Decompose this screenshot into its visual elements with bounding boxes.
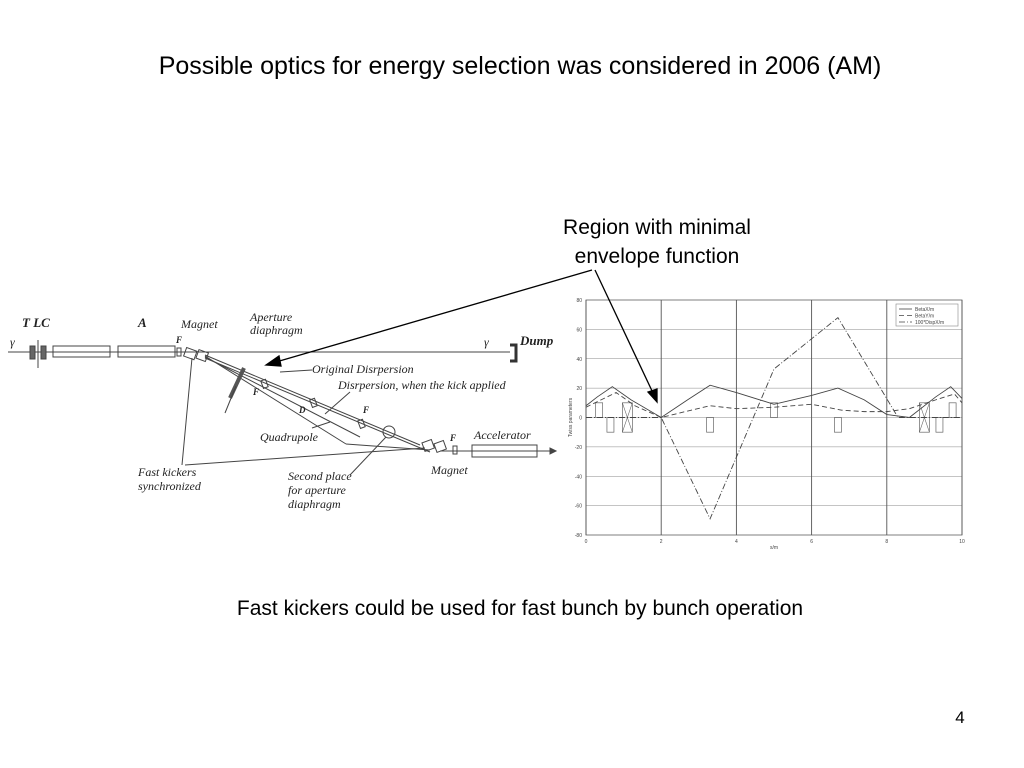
label-magnet-top: Magnet	[180, 317, 218, 331]
kicker-leader-1	[181, 357, 193, 466]
d-element	[309, 397, 318, 409]
tlc-block-2	[40, 345, 47, 360]
callout-arrow-left	[275, 269, 593, 363]
lattice-element	[935, 417, 944, 433]
x-tick-label: 2	[660, 539, 663, 545]
label-fast-kickers-2: synchronized	[138, 479, 202, 493]
callout-arrowhead-right	[646, 388, 658, 404]
label-dump: Dump	[519, 333, 554, 348]
y-tick-label: 20	[576, 386, 582, 392]
x-tick-label: 4	[735, 539, 738, 545]
y-tick-label: -60	[575, 504, 582, 510]
y-axis-label: Twiss parameters	[568, 397, 574, 437]
tlc-block-1	[29, 345, 36, 360]
accelerator-tube	[471, 444, 538, 458]
x-tick-label: 10	[959, 539, 965, 545]
y-tick-label: -20	[575, 445, 582, 451]
label-gamma-right: γ	[484, 335, 489, 349]
f-element-right	[452, 445, 458, 455]
series-line-1	[585, 392, 963, 418]
label-aperture-2: diaphragm	[250, 323, 303, 337]
series-line-0	[585, 384, 963, 419]
kick-disp-leader	[324, 391, 351, 415]
beamline-schematic	[8, 340, 558, 476]
callout-line-2: envelope function	[574, 245, 740, 268]
schematic-labels: γ T LC A Magnet F Aperture diaphragm γ D…	[10, 310, 554, 511]
y-tick-label: 40	[576, 357, 582, 363]
callout-arrows	[264, 269, 658, 404]
callout-text: Region with minimal envelope function	[530, 213, 784, 271]
x-tick-label: 6	[810, 539, 813, 545]
second-place-leader	[349, 436, 387, 476]
label-original-disp: Original Disrpersion	[312, 362, 414, 376]
lattice-element	[948, 402, 957, 418]
aperture-arrow	[224, 385, 237, 414]
beam-line-upper	[204, 354, 421, 446]
label-second-place-1: Second place	[288, 469, 352, 483]
legend-label: 100*DispX/m	[915, 320, 944, 326]
label-disp-kick: Disrpersion, when the kick applied	[337, 378, 507, 392]
y-tick-label: 60	[576, 327, 582, 333]
magnet-top-block	[182, 346, 198, 361]
beam-line-kick	[204, 356, 361, 438]
label-second-place-2: for aperture	[288, 483, 347, 497]
aperture-bar	[228, 367, 246, 399]
label-d: D	[298, 405, 306, 415]
page-number: 4	[955, 708, 965, 727]
f-element-left	[260, 378, 269, 390]
lattice-element	[834, 417, 842, 433]
x-tick-label: 8	[885, 539, 888, 545]
label-tlc: T LC	[22, 315, 50, 330]
label-gamma-left: γ	[10, 335, 15, 349]
y-tick-label: -80	[575, 533, 582, 539]
legend-box	[895, 303, 959, 327]
lattice-element	[706, 417, 714, 433]
legend-label: BetaY/m	[915, 313, 934, 319]
legend-label: BetaX/m	[915, 307, 934, 313]
magnet-bottom-block	[421, 438, 436, 453]
magnet-top-small	[176, 347, 182, 357]
slide-title: Possible optics for energy selection was…	[158, 52, 882, 80]
f-element-mid	[357, 418, 366, 430]
label-quadrupole: Quadrupole	[260, 430, 319, 444]
quad-leader	[311, 421, 331, 429]
label-accelerator: Accelerator	[473, 428, 531, 442]
orig-disp-leader	[279, 369, 313, 373]
callout-line-1: Region with minimal	[563, 216, 751, 239]
label-magnet-bottom: Magnet	[430, 463, 468, 477]
x-axis-label: s/m	[770, 545, 778, 551]
lattice-element	[770, 402, 778, 418]
label-fast-kickers-1: Fast kickers	[137, 465, 197, 479]
x-tick-label: 0	[585, 539, 588, 545]
kicker-leader-2	[184, 447, 426, 466]
label-f-left: F	[252, 387, 259, 397]
slide-caption: Fast kickers could be used for fast bunc…	[236, 597, 804, 620]
label-a: A	[137, 315, 147, 330]
y-tick-label: 0	[579, 416, 582, 422]
tube-a	[117, 345, 176, 358]
label-f-mid: F	[362, 405, 369, 415]
callout-arrow-right	[594, 269, 654, 394]
label-f-right: F	[449, 433, 456, 443]
beam-line-disp	[204, 355, 347, 445]
dump-bracket	[510, 343, 518, 363]
tube-1	[52, 345, 111, 358]
label-aperture-1: Aperture	[249, 310, 293, 324]
callout-arrowhead-left	[264, 354, 282, 367]
quadrupole-ring	[382, 425, 396, 439]
label-second-place-3: diaphragm	[288, 497, 341, 511]
y-tick-label: 80	[576, 298, 582, 304]
label-f-top: F	[175, 335, 182, 345]
y-tick-label: -40	[575, 474, 582, 480]
accelerator-arrowhead	[549, 447, 558, 455]
